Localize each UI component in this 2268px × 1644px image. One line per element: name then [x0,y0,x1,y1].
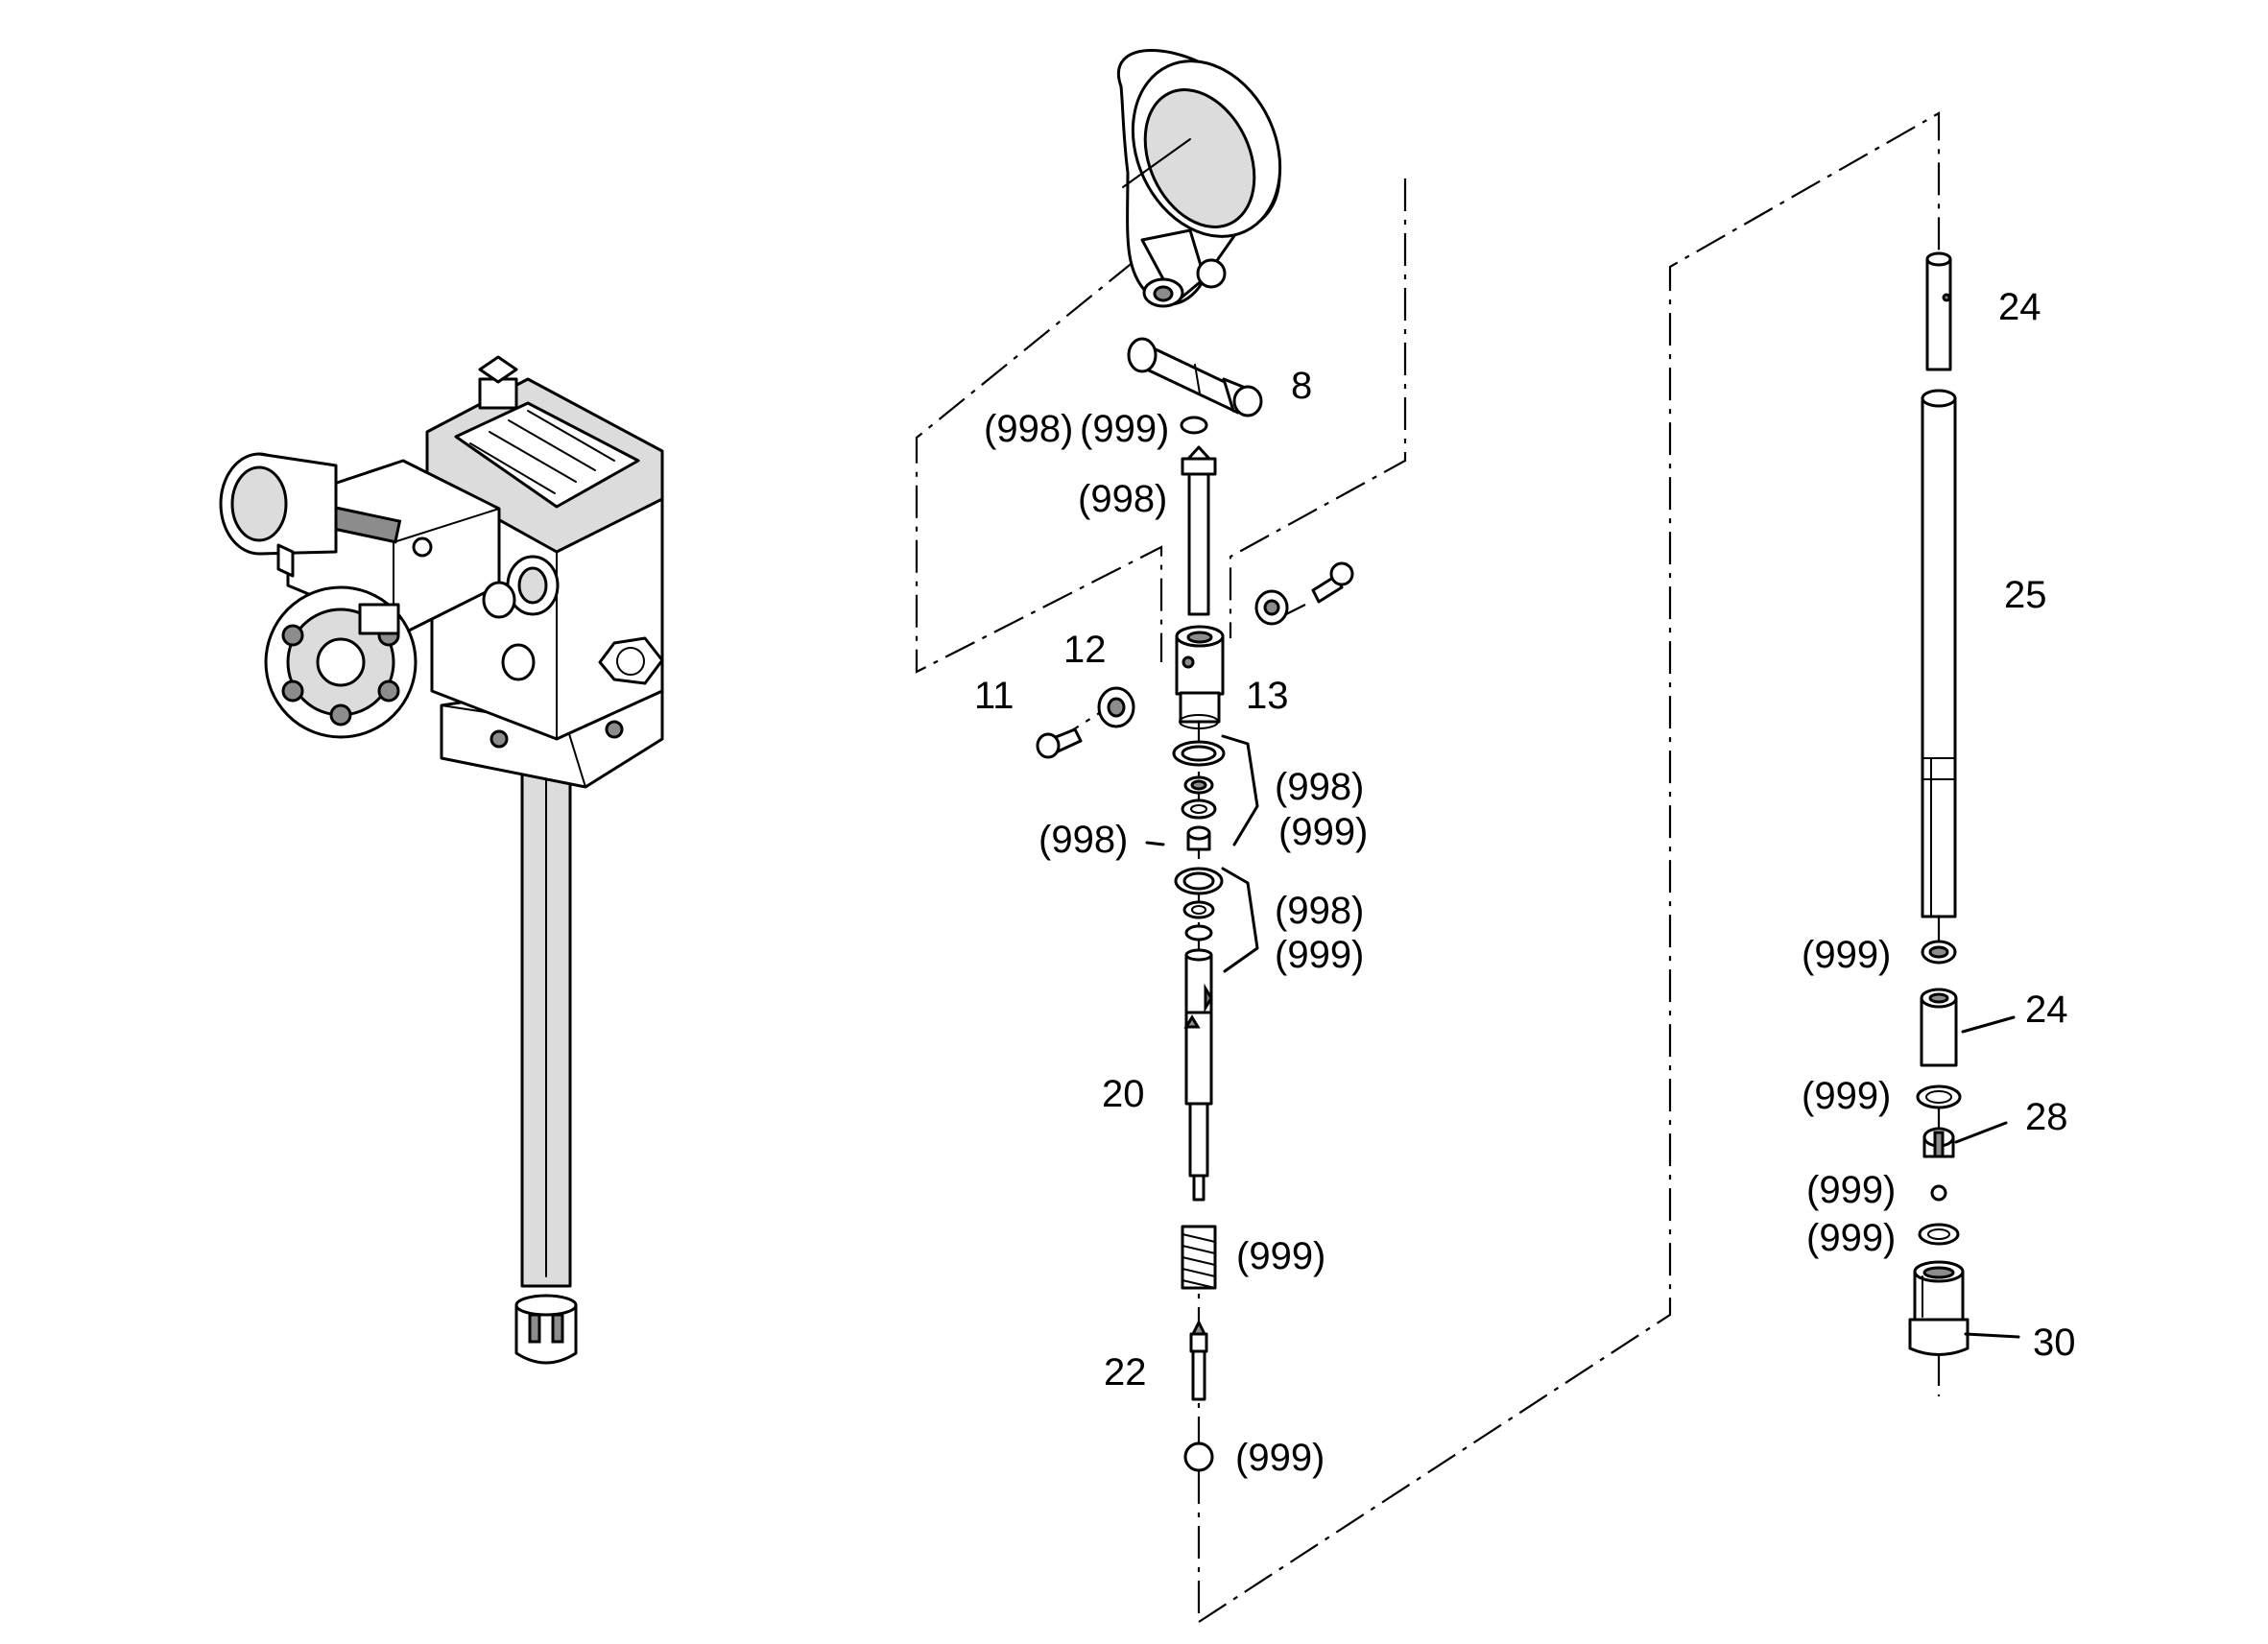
part-25-tube [1921,389,1957,918]
label-8: 8 [1291,365,1312,407]
right-seal-2 [1916,1084,1962,1109]
lever-part [1117,49,1282,308]
part-13-connector [1175,625,1225,729]
label-28: 28 [2025,1096,2068,1138]
label-20: 20 [1102,1073,1145,1115]
label-999-right-c: (999) [1806,1169,1896,1211]
label-12: 12 [1063,629,1107,671]
part-24-upper-rod [1925,251,1952,371]
label-25: 25 [2004,574,2047,616]
pump-assembly-illustration [219,355,664,1365]
label-999-right-b: (999) [1802,1075,1891,1117]
label-11: 11 [974,675,1015,717]
label-998-mid-a: (998) [1275,766,1364,808]
label-998-mid-b: (998) [1275,890,1364,932]
label-999-top-a: (999) [1080,408,1169,450]
leader-30 [1964,1332,2020,1339]
leader-28 [1954,1121,2008,1144]
push-rod [1181,445,1217,616]
part-20-piston-rod [1183,948,1213,1202]
right-seal-3 [1918,1223,1960,1246]
spring [1181,1225,1217,1290]
label-24-lower: 24 [2025,989,2068,1031]
seal-stack-upper [1172,740,1226,851]
label-999-ball: (999) [1235,1437,1325,1479]
label-998-mid-left: (998) [1039,819,1128,861]
label-13: 13 [1246,675,1289,717]
part-28-valve [1922,1127,1955,1158]
part-11-12-screw-bushing [1036,686,1135,759]
seal-ring [1180,416,1208,435]
label-24-upper: 24 [1998,286,2041,328]
callout-labels: 8 11 12 13 20 22 24 25 24 28 30 (998) (9… [974,286,2076,1479]
right-small-ball [1930,1184,1947,1202]
label-998-top-a: (998) [984,408,1073,450]
right-screw-bushing [1254,561,1354,626]
right-seal-1 [1921,940,1957,965]
label-999-mid-b: (999) [1275,934,1364,976]
ball [1183,1441,1214,1472]
leader-998-left [1145,841,1165,846]
part-24-lower-sleeve [1920,988,1958,1067]
seal-stack-lower [1174,867,1224,941]
label-30: 30 [2033,1322,2076,1364]
bracket-upper [1221,734,1259,846]
part-8-pin [1127,337,1263,417]
bracket-lower [1221,867,1259,973]
label-22: 22 [1104,1351,1147,1394]
label-999-right-d: (999) [1806,1217,1896,1259]
label-999-spring: (999) [1236,1235,1325,1277]
leader-24b [1961,1015,2016,1034]
assembly-centerlines [915,111,1941,1623]
part-30-foot-valve [1908,1260,1970,1356]
label-999-mid-a: (999) [1278,811,1368,853]
label-998-top-b: (998) [1078,478,1167,520]
part-22-valve-pin [1189,1319,1208,1401]
label-999-right-a: (999) [1802,934,1891,976]
